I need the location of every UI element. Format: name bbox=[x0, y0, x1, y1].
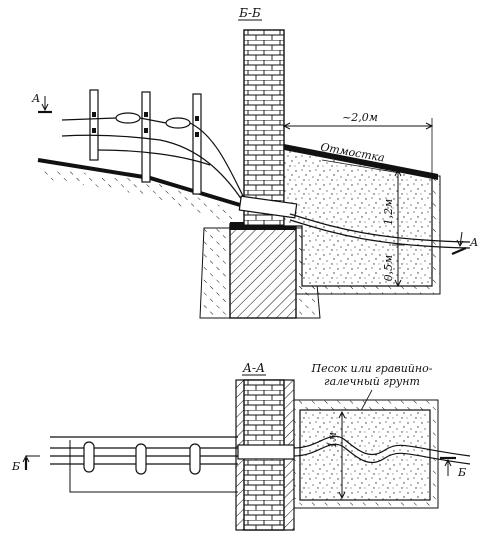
pole-2 bbox=[141, 91, 151, 183]
trench-cables bbox=[289, 213, 471, 249]
section-aa-title: А-А bbox=[242, 361, 265, 375]
cut-marker-a-right: А bbox=[451, 231, 478, 256]
section-bb: Б-Б bbox=[31, 6, 478, 319]
overhead-wires bbox=[61, 117, 245, 201]
poles bbox=[89, 89, 202, 195]
insulator bbox=[195, 116, 199, 121]
cut-marker-a-left: А bbox=[31, 92, 52, 114]
cut-marker-b-right: Б bbox=[440, 456, 466, 479]
cable-insulator bbox=[165, 117, 191, 129]
dim-depth: 1,2м 0,5м bbox=[382, 168, 404, 288]
fill-label-line2: галечный грунт bbox=[324, 375, 420, 388]
cut-marker-b-left: Б bbox=[11, 454, 40, 473]
brick-wall bbox=[243, 29, 285, 227]
insulator bbox=[144, 112, 148, 117]
cut-label-b-left: Б bbox=[11, 460, 20, 473]
insulators-aa bbox=[83, 441, 201, 475]
section-bb-title: Б-Б bbox=[238, 6, 261, 20]
dim-width-label: ~2,0м bbox=[342, 111, 378, 124]
wall-sleeve bbox=[238, 195, 298, 219]
cable-frame bbox=[69, 440, 238, 493]
blind-area-leader bbox=[321, 159, 401, 174]
wall-sleeve-aa bbox=[237, 444, 295, 460]
fill-label-line1: Песок или гравийно- bbox=[311, 362, 433, 375]
cut-label-b-right: Б bbox=[457, 466, 466, 479]
pole-3 bbox=[192, 93, 202, 195]
blind-area-strip bbox=[284, 144, 438, 180]
insulator bbox=[92, 112, 96, 117]
dim-depth-lower-label: 0,5м bbox=[382, 255, 395, 282]
dim-height-label: 1м bbox=[326, 432, 339, 448]
pole-1 bbox=[89, 89, 99, 161]
dim-width: ~2,0м bbox=[282, 111, 434, 176]
insulator bbox=[195, 132, 199, 137]
sand-fill-aa bbox=[299, 409, 431, 501]
ground-hatch-left bbox=[40, 168, 232, 226]
cut-label-a: А bbox=[31, 92, 40, 105]
dim-depth-upper-label: 1,2м bbox=[382, 199, 395, 226]
foundation-block bbox=[229, 223, 297, 319]
section-aa: А-А Песок или гравийно- галечный грунт bbox=[11, 361, 471, 531]
cut-label-a-right: А bbox=[469, 236, 478, 249]
sand-fill bbox=[283, 145, 433, 287]
dim-height-aa: 1м bbox=[326, 410, 346, 500]
cable-insulator bbox=[115, 112, 141, 124]
insulator bbox=[144, 128, 148, 133]
insulator bbox=[92, 128, 96, 133]
trench-earth bbox=[295, 175, 441, 295]
